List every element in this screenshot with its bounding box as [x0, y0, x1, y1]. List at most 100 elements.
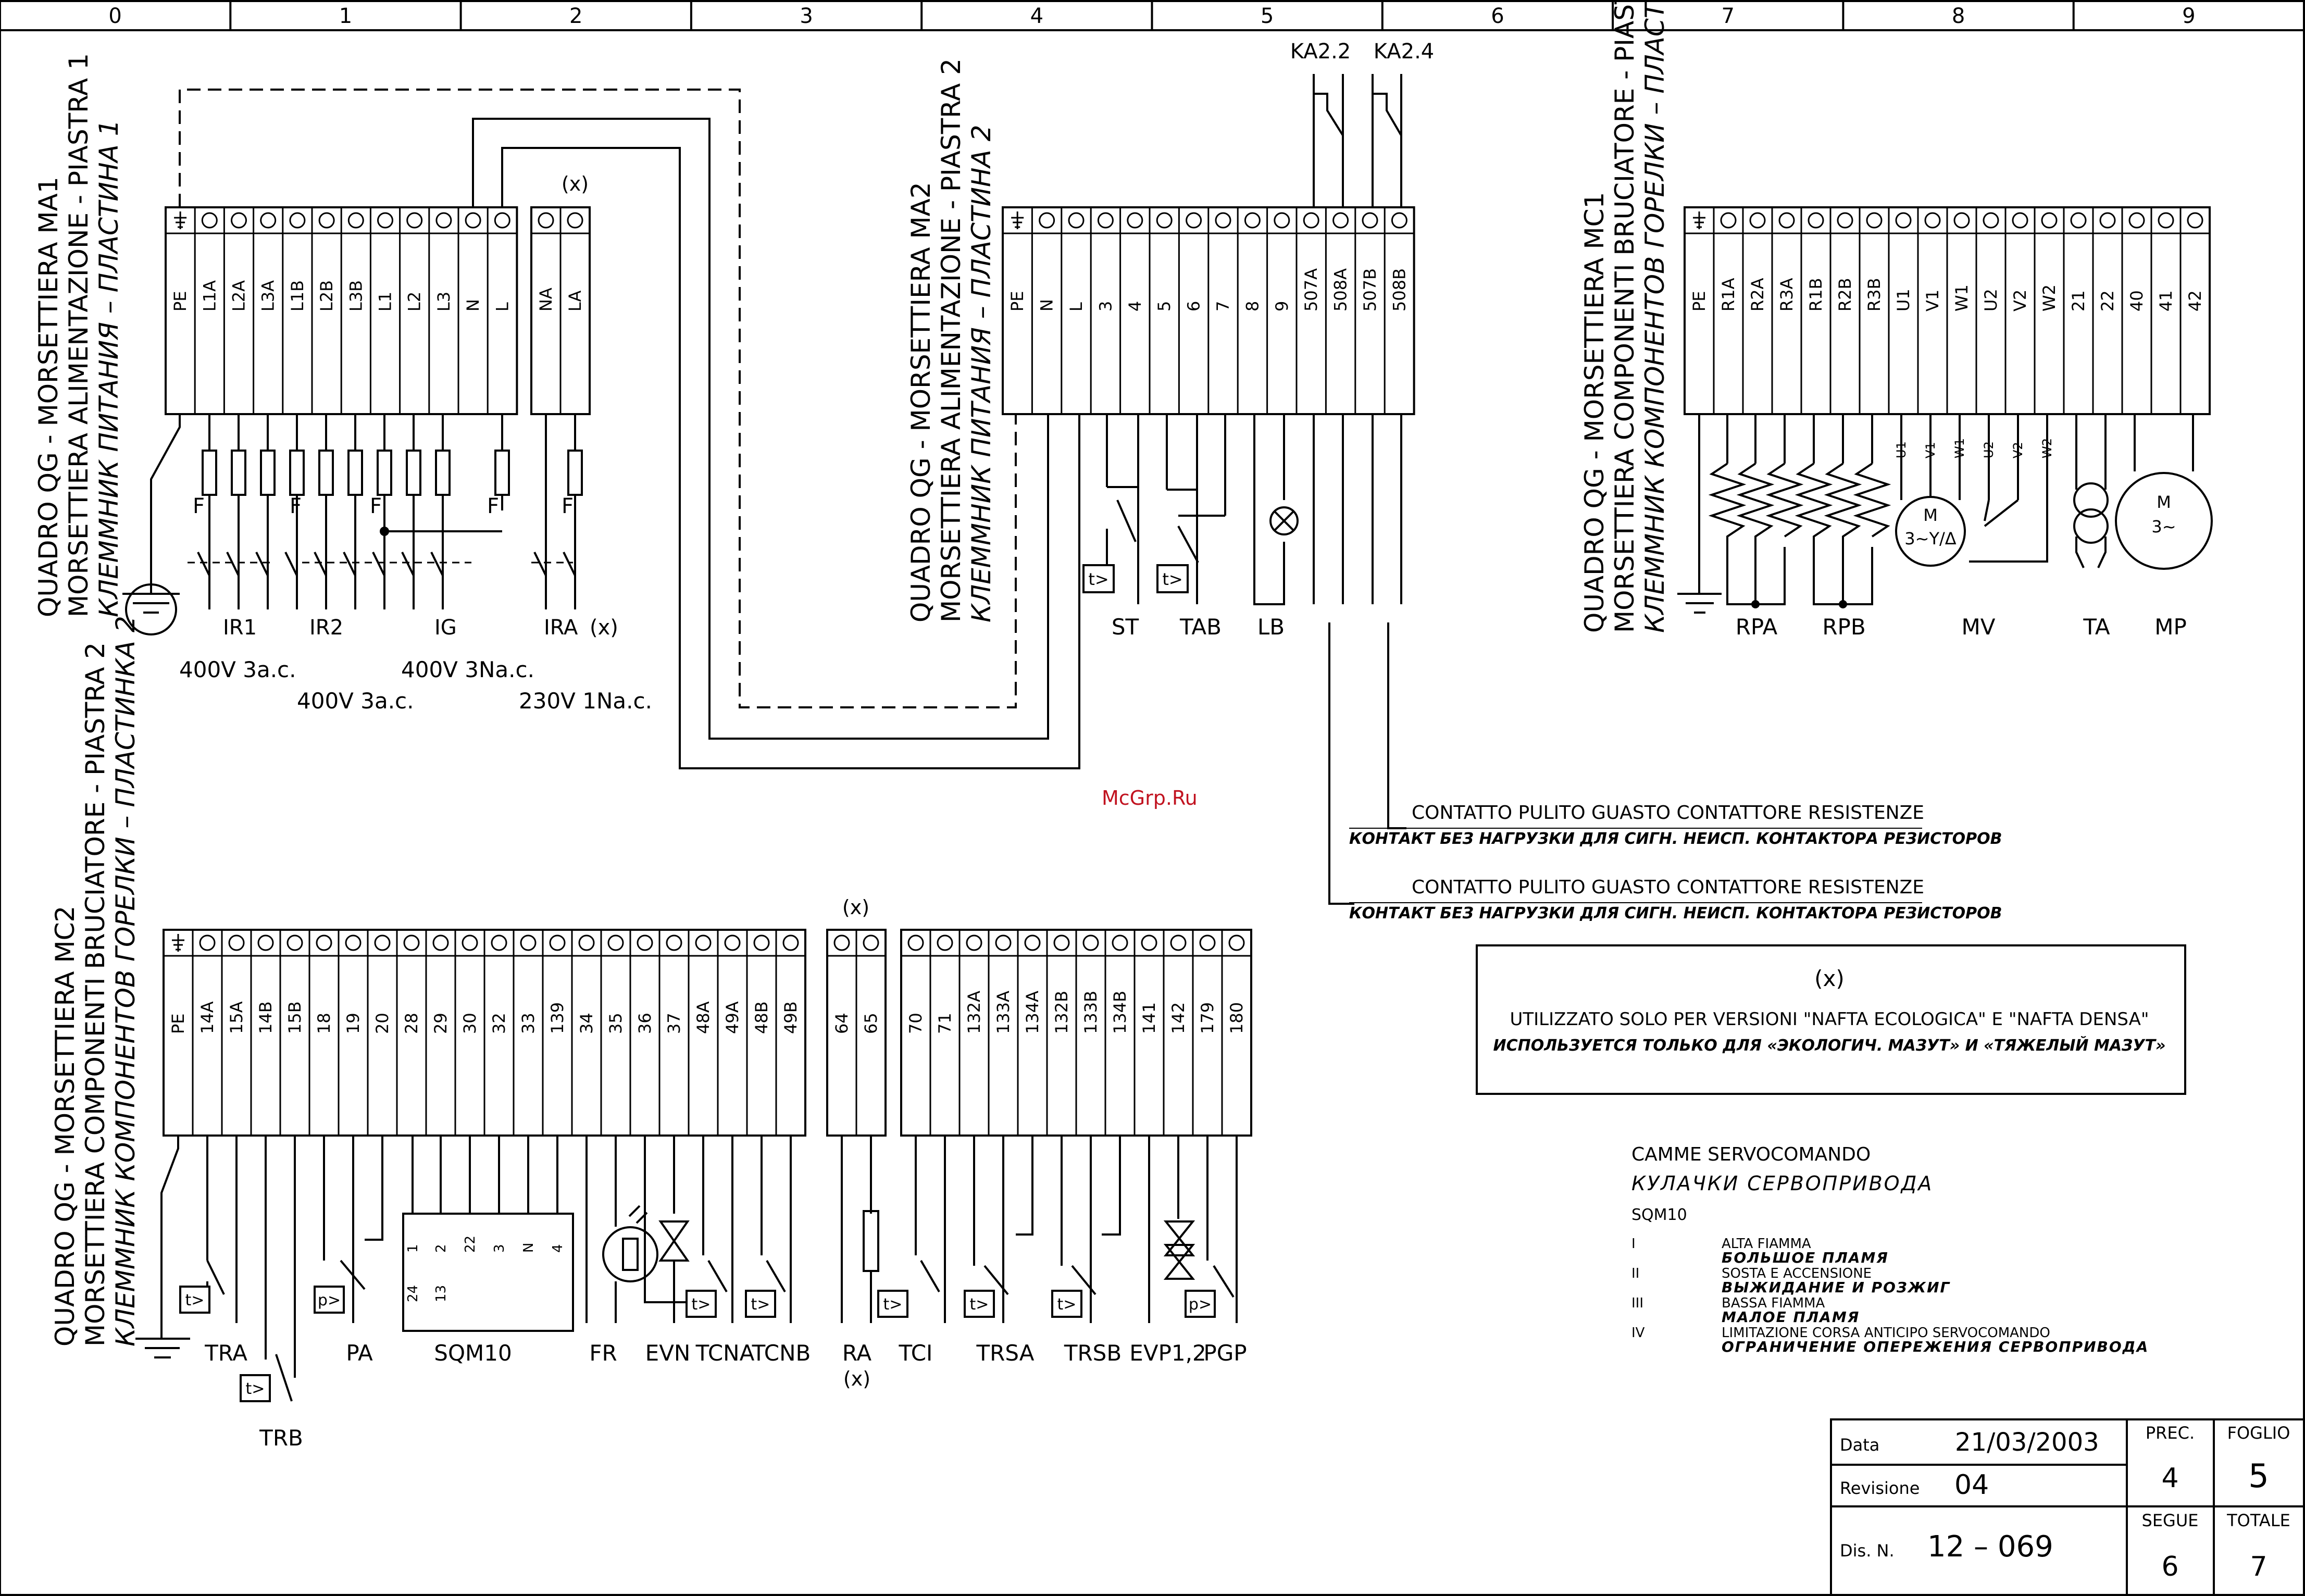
terminal-label: 133B [1081, 991, 1101, 1034]
terminal-label: 48A [693, 1001, 713, 1034]
ma2-wiring [1106, 74, 1406, 905]
voltage-ira: 230V 1Na.c. [519, 688, 652, 714]
cam-number: IV [1631, 1325, 1645, 1341]
ra-resistor [863, 1210, 879, 1272]
terminal-label: 49B [781, 1001, 801, 1034]
terminal-label: L [492, 302, 512, 311]
mc2-sensors: t>t>p>t>t>t>t>t>p> [179, 1286, 1216, 1402]
terminal-label: 42 [2185, 290, 2205, 311]
device-trsa: TRSA [976, 1340, 1034, 1366]
mc2-title: QUADRO QG - MORSETTIERA MC2 MORSETTIERA … [50, 616, 141, 1346]
terminal-label: 41 [2156, 290, 2176, 311]
ma2-title: QUADRO QG - MORSETTIERA MA2 MORSETTIERA … [906, 58, 996, 622]
device-lb: LB [1257, 614, 1285, 640]
terminal-label: 49A [722, 1001, 742, 1034]
sensor-mark: t> [751, 1295, 770, 1314]
mc2-extra-note: (x) [842, 896, 869, 919]
totale-value: 7 [2250, 1551, 2267, 1582]
ma1-switches [188, 552, 576, 576]
device-tci: TCI [899, 1340, 933, 1366]
svg-text:t>: t> [1162, 569, 1182, 589]
terminal-label: 21 [2069, 290, 2088, 311]
mp-motor: M 3~ [2115, 472, 2213, 570]
terminal-label: 3 [1095, 301, 1115, 311]
terminal-label: L3B [346, 280, 366, 311]
evn-valve [658, 1220, 690, 1262]
ma1-title-3: КЛЕММНИК ПИТАНИЯ – ПЛАСТИНА 1 [94, 120, 124, 617]
data-label: Data [1840, 1435, 1879, 1455]
contact-1-ru: КОНТАКТ БЕЗ НАГРУЗКИ ДЛЯ СИГН. НЕИСП. КО… [1349, 830, 2002, 848]
terminal-label: L1A [200, 280, 219, 311]
fuse-label: F [562, 494, 574, 518]
column-number: 2 [569, 4, 582, 28]
terminal-label: NA [536, 288, 556, 311]
terminal-label: 133A [993, 991, 1013, 1034]
column-number: 1 [339, 4, 352, 28]
terminal-label: 141 [1139, 1002, 1159, 1034]
terminal-label: U2 [1981, 289, 2001, 311]
terminal-label: L2 [405, 292, 425, 311]
segue-value: 6 [2161, 1551, 2178, 1582]
terminal-label: L [1066, 302, 1086, 311]
terminal-label: R3A [1777, 278, 1797, 311]
fuse-label: F [370, 494, 382, 518]
terminal-label: W1 [1952, 284, 1972, 311]
svg-text:3~Y/Δ: 3~Y/Δ [1904, 529, 1957, 548]
terminal-label: L2A [229, 280, 249, 311]
sensor-mark: t> [883, 1295, 903, 1314]
fr-photocell [602, 1226, 658, 1282]
terminal-label: 6 [1184, 301, 1204, 311]
column-number: 6 [1491, 4, 1504, 28]
terminal-label: 4 [1125, 301, 1145, 311]
cam-number: II [1631, 1266, 1639, 1281]
terminal-label: L2B [317, 280, 337, 311]
prec-value: 4 [2161, 1463, 2178, 1494]
column-number: 7 [1722, 4, 1735, 28]
terminal-label: 22 [2098, 290, 2117, 311]
device-fr: FR [589, 1340, 617, 1366]
contact-2-ru: КОНТАКТ БЕЗ НАГРУЗКИ ДЛЯ СИГН. НЕИСП. КО… [1349, 904, 2002, 922]
ma1-title: QUADRO QG - MORSETTIERA MA1 MORSETTIERA … [33, 53, 124, 617]
foglio-value: 5 [2248, 1457, 2269, 1495]
voltage-ir1: 400V 3a.c. [179, 657, 296, 682]
note-ru: ИСПОЛЬЗУЕТСЯ ТОЛЬКО ДЛЯ «ЭКОЛОГИЧ. МАЗУТ… [1493, 1036, 2166, 1055]
svg-text:t>: t> [1088, 569, 1108, 589]
title-block: Data 21/03/2003 Revisione 04 Dis. N. 12 … [1830, 1418, 2305, 1596]
terminal-label: 28 [402, 1013, 421, 1034]
mc1-wiring [1677, 414, 2194, 614]
terminal-label: 134A [1023, 991, 1042, 1034]
ma1-extra-note: (x) [562, 172, 589, 195]
terminal-label: 508B [1389, 268, 1409, 311]
voltage-ig: 400V 3Na.c. [401, 657, 534, 682]
tab-thermo: t> [1156, 564, 1189, 593]
terminal-label: 179 [1198, 1002, 1217, 1034]
terminal-label: 35 [606, 1013, 626, 1034]
column-number: 8 [1952, 4, 1965, 28]
column-number: 3 [800, 4, 813, 28]
terminal-label: R1B [1806, 278, 1826, 311]
cam-label-it: LIMITAZIONE CORSA ANTICIPO SERVOCOMANDO [1722, 1325, 2050, 1341]
motor-wire-label: V1 [1923, 442, 1938, 458]
terminal-label: 65 [861, 1013, 881, 1034]
device-pgp: PGP [1203, 1340, 1247, 1366]
switch-ira: IRA [544, 616, 578, 640]
cam-label-ru: БОЛЬШОЕ ПЛАМЯ [1722, 1249, 1889, 1266]
clean-contacts: CONTATTO PULITO GUASTO CONTATTORE RESIST… [1349, 802, 2002, 922]
switch-ir2: IR2 [309, 616, 343, 640]
terminal-label: 37 [664, 1013, 684, 1034]
board-ma1: QUADRO QG - MORSETTIERA MA1 MORSETTIERA … [33, 53, 1080, 769]
data-value: 21/03/2003 [1955, 1428, 2099, 1457]
mc1-title-3: КЛЕММНИК КОМПОНЕНТОВ ГОРЕЛКИ – ПЛАСТИНКА… [1640, 0, 1670, 633]
terminal-label: 29 [431, 1013, 451, 1034]
fuse-label: F [193, 494, 205, 518]
terminal-label: 33 [518, 1013, 538, 1034]
motor-wire-label: U1 [1894, 441, 1909, 458]
